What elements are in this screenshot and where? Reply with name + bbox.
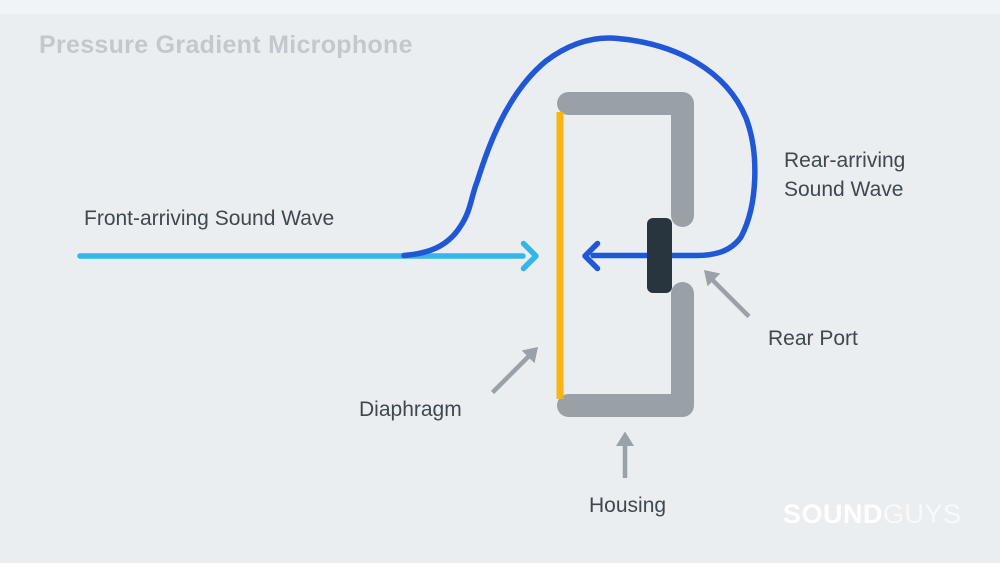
top-strip xyxy=(0,0,1000,14)
page-title: Pressure Gradient Microphone xyxy=(39,31,413,59)
front-wave-arrowhead xyxy=(520,240,539,272)
logo-bold-part: SOUND xyxy=(783,499,884,529)
housing-label: Housing xyxy=(589,494,667,517)
rear-wave-label: Rear-arriving Sound Wave xyxy=(784,146,905,204)
soundguys-logo: SOUNDGUYS xyxy=(783,499,962,530)
diaphragm-pointer-shaft xyxy=(490,353,532,395)
rear-port-block xyxy=(647,218,672,293)
housing-pointer-head xyxy=(616,431,634,446)
front-wave-label: Front-arriving Sound Wave xyxy=(84,207,335,230)
rear-port-label: Rear Port xyxy=(768,327,858,350)
diaphragm-pointer-head xyxy=(521,347,538,364)
rear-wave-label-line2: Sound Wave xyxy=(784,178,904,201)
rear-wave-arrowhead xyxy=(582,240,601,272)
rear-port-pointer-head xyxy=(704,270,721,287)
rear-wave-path xyxy=(401,35,758,259)
rear-wave-label-line1: Rear-arriving xyxy=(784,149,906,172)
housing-top-shell xyxy=(557,92,694,227)
diaphragm-label: Diaphragm xyxy=(359,398,462,421)
housing-bottom-shell xyxy=(557,282,694,417)
rear-port-pointer-shaft xyxy=(710,278,751,319)
logo-light-part: GUYS xyxy=(883,499,962,529)
